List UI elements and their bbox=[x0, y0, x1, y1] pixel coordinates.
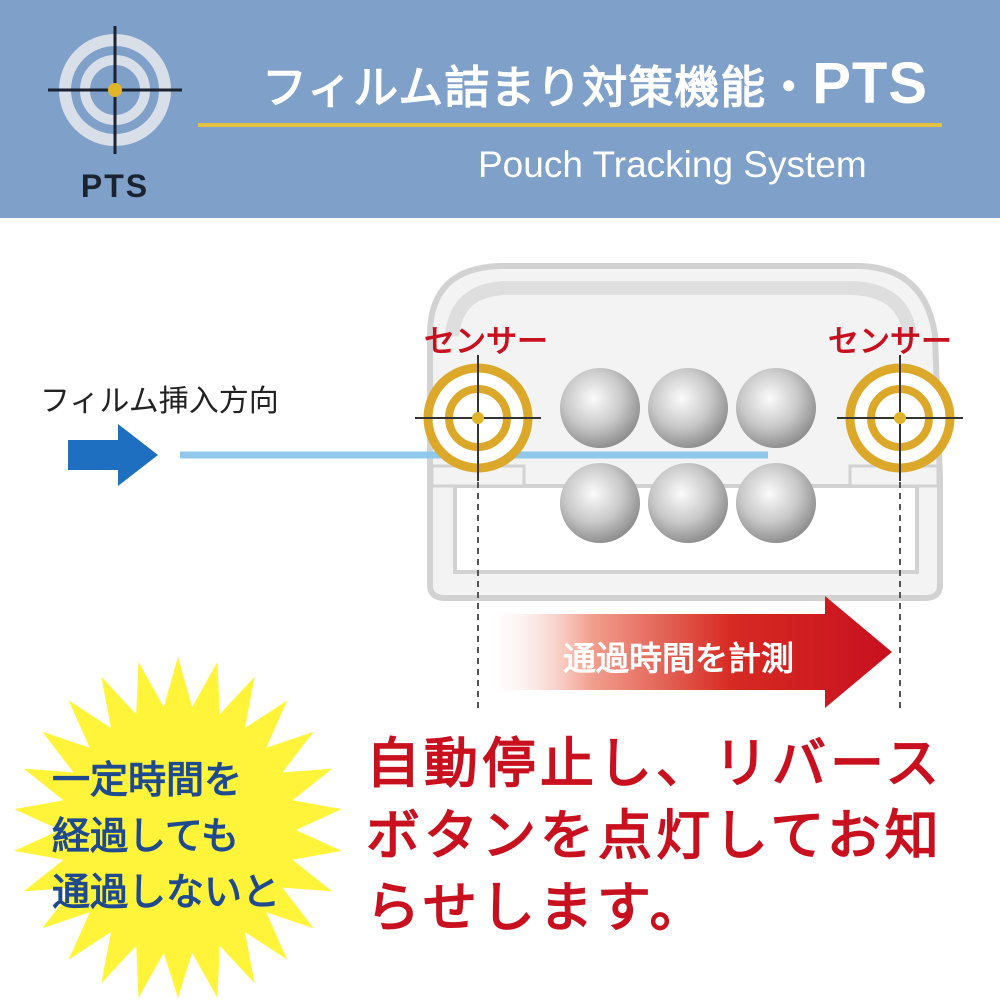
roller bbox=[736, 368, 816, 448]
header-banner: PTS フィルム詰まり対策機能・PTS Pouch Tracking Syste… bbox=[0, 0, 1000, 218]
measure-label: 通過時間を計測 bbox=[563, 639, 794, 678]
roller bbox=[560, 463, 640, 543]
machine-inner-frame bbox=[445, 281, 917, 338]
sensor-left-label: センサー bbox=[424, 324, 548, 360]
title-suffix: PTS bbox=[812, 51, 929, 116]
measure-arrow bbox=[490, 596, 892, 708]
page-title: フィルム詰まり対策機能・PTS bbox=[262, 50, 952, 117]
result-message: 自動停止し、リバース ボタンを点灯してお知 らせします。 bbox=[366, 728, 976, 944]
roller bbox=[736, 463, 816, 543]
page-subtitle: Pouch Tracking System bbox=[478, 144, 867, 185]
callout-line: 通過しないと bbox=[52, 870, 281, 914]
roller bbox=[648, 368, 728, 448]
starburst-callout bbox=[14, 656, 342, 998]
sensor-right-label: センサー bbox=[828, 324, 952, 360]
insert-direction-label: フィルム挿入方向 bbox=[40, 384, 279, 419]
roller-group bbox=[560, 368, 816, 543]
sensor-left-icon bbox=[415, 355, 541, 481]
pts-logo: PTS bbox=[40, 22, 190, 204]
roller bbox=[560, 368, 640, 448]
sensor-right-icon bbox=[837, 355, 963, 481]
title-main: フィルム詰まり対策機能・ bbox=[262, 61, 813, 114]
message-line: 自動停止し、リバース bbox=[366, 732, 944, 795]
roller bbox=[648, 463, 728, 543]
callout-line: 経過しても bbox=[52, 814, 239, 858]
callout-text: 一定時間を 経過しても 通過しないと bbox=[52, 752, 312, 920]
crosshair-icon bbox=[48, 26, 182, 154]
logo-text: PTS bbox=[80, 168, 150, 204]
insert-direction-arrow bbox=[68, 424, 158, 486]
title-divider bbox=[198, 123, 942, 127]
message-line: ボタンを点灯してお知 bbox=[366, 804, 943, 867]
callout-line: 一定時間を bbox=[52, 758, 243, 802]
message-line: らせします。 bbox=[366, 876, 708, 939]
